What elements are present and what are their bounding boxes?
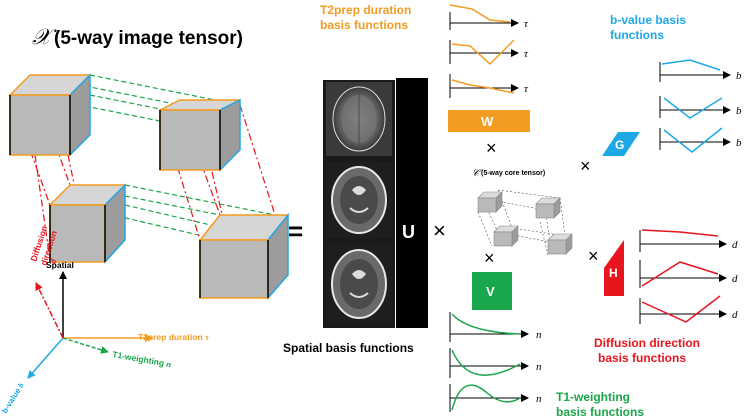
- svg-text:basis functions: basis functions: [598, 351, 686, 365]
- svg-text:τ: τ: [524, 18, 529, 30]
- w-factor-label: W: [481, 114, 494, 129]
- svg-text:b: b: [736, 137, 742, 149]
- t1-axis: [62, 337, 109, 354]
- svg-text:basis functions: basis functions: [556, 405, 644, 419]
- mri-slice-image: [326, 82, 392, 156]
- svg-text:b: b: [736, 70, 742, 82]
- svg-text:Diffusion direction: Diffusion direction: [594, 336, 700, 350]
- times-sign: ×: [486, 138, 497, 158]
- core-tensor-label: 𝒞 (5-way core tensor): [472, 168, 545, 179]
- w-factor-bar: [448, 110, 530, 132]
- t2prep-plot: τ: [449, 4, 529, 30]
- mri-slice-image: [326, 162, 392, 238]
- svg-text:τ: τ: [524, 83, 529, 95]
- v-factor-box: [472, 272, 512, 310]
- times-sign: ×: [433, 218, 446, 243]
- title-text: (5-way image tensor): [54, 28, 243, 49]
- tensor-cube: [48, 183, 127, 264]
- svg-text:b-value basis: b-value basis: [610, 13, 686, 27]
- core-cube: [535, 197, 561, 219]
- t1-basis-labels: T1-weighting basis functions: [556, 390, 644, 419]
- svg-text:d: d: [732, 309, 738, 321]
- t1-axis-label: T1-weighting n: [112, 349, 173, 369]
- u-factor-label: U: [402, 222, 415, 242]
- times-sign: ×: [484, 248, 495, 268]
- times-sign: ×: [580, 156, 591, 176]
- svg-text:n: n: [536, 329, 542, 341]
- t2prep-basis-labels: T2prep duration basis functions: [320, 3, 411, 32]
- core-cube: [477, 191, 503, 213]
- title: 𝒳 (5-way image tensor): [32, 24, 243, 49]
- bvalue-plots: b b b: [659, 59, 742, 153]
- diffusion-plot: d: [639, 295, 738, 324]
- core-cube: [493, 225, 519, 247]
- t1-plot: n: [449, 348, 542, 378]
- tensor-cube: [198, 212, 290, 301]
- bvalue-axis: [27, 337, 64, 379]
- bvalue-plot: b: [659, 127, 742, 153]
- t1-plots: n n n: [449, 312, 542, 412]
- svg-text:T2prep duration: T2prep duration: [320, 3, 411, 17]
- diffusion-axis: [35, 282, 64, 339]
- svg-text:d: d: [732, 239, 738, 251]
- diffusion-plot: d: [639, 229, 738, 252]
- spatial-axis-label: Spatial: [46, 260, 74, 270]
- u-factor-bar: [396, 78, 428, 328]
- t2prep-plots: τ τ τ: [449, 4, 529, 98]
- tensor-cube: [8, 73, 92, 157]
- svg-text:basis functions: basis functions: [320, 18, 408, 32]
- svg-text:(5-way core tensor): (5-way core tensor): [481, 170, 545, 177]
- diffusion-basis-labels: Diffusion direction basis functions: [594, 336, 700, 365]
- svg-text:n: n: [536, 361, 542, 373]
- v-factor-label: V: [486, 284, 495, 299]
- spatial-basis-images: U: [323, 78, 428, 328]
- core-cube: [547, 233, 573, 255]
- core-tensor-figure: [477, 189, 573, 256]
- bvalue-axis-label: b-value b: [0, 381, 26, 415]
- h-factor-label: H: [609, 266, 618, 280]
- svg-text:𝒞: 𝒞: [472, 168, 482, 179]
- t2prep-axis-label: T2prep duration τ: [138, 332, 209, 342]
- svg-text:τ: τ: [524, 48, 529, 60]
- image-tensor-figure: [8, 73, 290, 301]
- t2prep-plot: τ: [449, 39, 529, 66]
- svg-text:n: n: [536, 393, 542, 405]
- t1-plot: n: [449, 312, 542, 342]
- t2prep-plot: τ: [449, 74, 529, 98]
- t1-plot: n: [449, 384, 542, 412]
- spatial-basis-label: Spatial basis functions: [283, 341, 414, 355]
- bvalue-plot: b: [659, 96, 742, 119]
- diffusion-plot: d: [639, 260, 738, 288]
- h-factor-shape: [604, 240, 624, 296]
- bvalue-basis-labels: b-value basis functions: [610, 13, 686, 42]
- svg-text:functions: functions: [610, 28, 664, 42]
- times-sign: ×: [588, 246, 599, 266]
- svg-text:T1-weighting: T1-weighting: [556, 390, 630, 404]
- mri-slice-image: [326, 244, 392, 324]
- svg-text:d: d: [47, 257, 58, 265]
- tensor-cube: [159, 98, 241, 172]
- g-factor-label: G: [615, 138, 624, 152]
- bvalue-plot: b: [659, 59, 742, 82]
- svg-text:b: b: [736, 105, 742, 117]
- svg-text:d: d: [732, 273, 738, 285]
- diffusion-plots: d d d: [639, 229, 738, 324]
- g-factor-shape: [602, 132, 640, 156]
- equals-sign: =: [288, 216, 303, 246]
